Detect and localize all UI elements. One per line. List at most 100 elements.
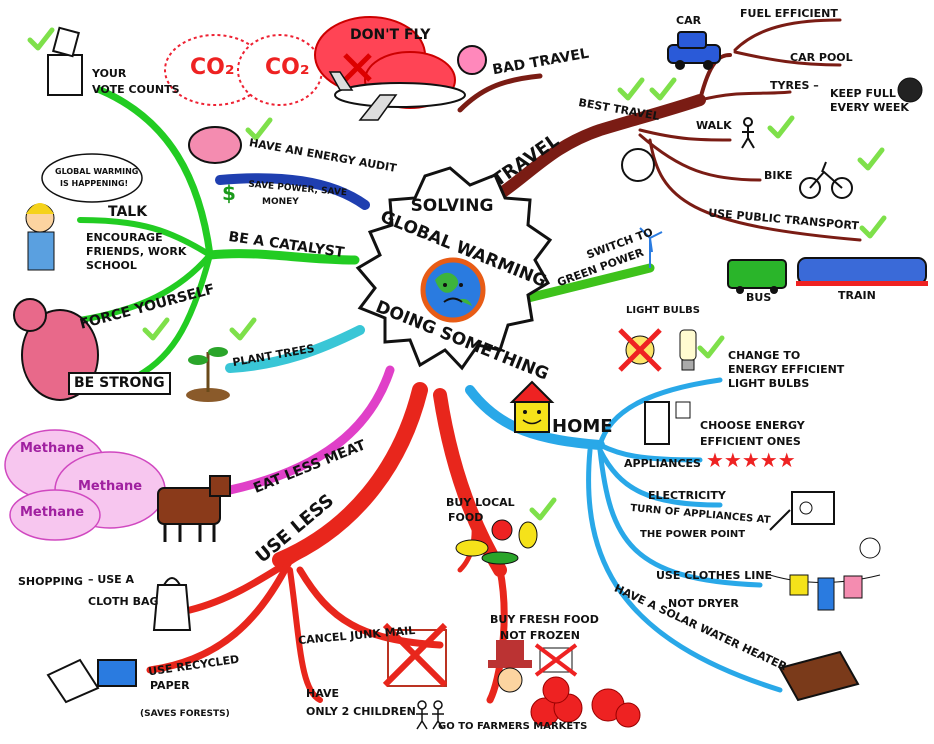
check-icon xyxy=(142,317,170,341)
choose-label-2: EFFICIENT ONES xyxy=(700,435,801,448)
branch-bike xyxy=(638,133,762,182)
bus-label: BUS xyxy=(746,291,772,304)
encourage-label-1: ENCOURAGE xyxy=(86,231,163,244)
speech-bubble xyxy=(41,153,143,203)
change-label-2: ENERGY EFFICIENT xyxy=(728,363,845,376)
save-label-2: MONEY xyxy=(262,197,299,207)
tomatoes-icon xyxy=(530,676,641,728)
check-icon xyxy=(529,497,557,521)
check-icon xyxy=(697,335,725,359)
junk-mail-icon xyxy=(382,622,448,688)
branch-audit xyxy=(215,173,370,210)
check-icon xyxy=(27,27,55,51)
tyre-icon xyxy=(897,77,923,103)
bus-icon xyxy=(727,259,787,294)
branch-fuel xyxy=(733,18,842,52)
branch-children xyxy=(287,567,323,703)
farmer-icon xyxy=(488,640,532,693)
every-week-label: EVERY WEEK xyxy=(830,101,909,114)
fresh-food-label-2: NOT FROZEN xyxy=(500,629,580,642)
children-icon xyxy=(416,700,444,730)
branch-tyres xyxy=(698,90,792,102)
electricity-label: ELECTRICITY xyxy=(648,489,726,502)
fridge-icon xyxy=(644,401,691,445)
branch-trees xyxy=(225,325,365,373)
energy-stars: ★★★★★ xyxy=(706,448,796,472)
branch-recycled xyxy=(146,556,294,674)
bike-label: BIKE xyxy=(764,169,793,182)
bicycle-icon xyxy=(799,161,853,199)
dollar-icon: $ xyxy=(222,181,236,205)
branch-force xyxy=(77,252,213,323)
sapling-icon xyxy=(186,347,230,402)
solar-heater-icon xyxy=(778,650,860,702)
co2-label-2: CO₂ xyxy=(265,55,310,80)
strong-label: BE STRONG xyxy=(68,372,171,395)
cross-icon xyxy=(343,53,372,82)
co2-label: CO₂ xyxy=(190,55,235,80)
home-title: HOME xyxy=(552,416,613,437)
encourage-label-2: FRIENDS, WORK xyxy=(86,245,187,258)
house-icon xyxy=(509,380,555,433)
check-icon xyxy=(649,77,677,101)
appliances-label: APPLIANCES xyxy=(624,457,701,470)
light-bulb-crossed-icon xyxy=(618,328,662,372)
cow-icon xyxy=(157,475,231,542)
cloth-bag-label-1: – USE A xyxy=(88,573,135,586)
branch-walk xyxy=(638,128,732,142)
piggy-bank-icon xyxy=(188,126,242,164)
buy-local-food-label: FOOD xyxy=(448,511,484,524)
change-label-1: CHANGE TO xyxy=(728,349,801,362)
branch-green-power xyxy=(515,263,655,305)
energy-bulb-icon xyxy=(679,329,697,371)
light-bulbs-label: LIGHT BULBS xyxy=(626,305,700,316)
plane-icon xyxy=(328,71,466,121)
ballot-box-icon xyxy=(47,26,83,96)
branch-bulbs xyxy=(597,377,723,448)
paper-stack-icon xyxy=(46,658,137,704)
choose-label-1: CHOOSE ENERGY xyxy=(700,419,805,432)
check-icon xyxy=(245,117,273,141)
check-icon xyxy=(617,77,645,101)
fruit-icon xyxy=(455,519,538,565)
shopping-label: SHOPPING xyxy=(18,575,83,588)
branch-junk xyxy=(296,566,444,649)
check-icon xyxy=(859,215,887,239)
train-icon xyxy=(796,257,928,286)
check-icon xyxy=(857,147,885,171)
branch-clothesline xyxy=(597,447,763,588)
co2-cloud-icon xyxy=(164,34,323,106)
walker-icon xyxy=(741,117,755,149)
power-point-icon xyxy=(769,491,835,531)
frozen-food-crossed-icon xyxy=(534,643,578,677)
cloth-bag-icon xyxy=(152,577,192,631)
car-label: CAR xyxy=(676,14,702,27)
talk-label: TALK xyxy=(108,204,148,220)
recycled-label-3: (SAVES FORESTS) xyxy=(140,709,230,719)
branch-talk xyxy=(77,217,213,258)
buy-local-label: BUY LOCAL xyxy=(446,496,515,509)
change-label-3: LIGHT BULBS xyxy=(728,377,810,390)
wind-turbine-icon xyxy=(639,227,663,268)
bubble-text-2: IS HAPPENING! xyxy=(60,179,129,188)
branch-travel xyxy=(464,94,706,216)
clothes-line-label-2: NOT DRYER xyxy=(668,597,739,610)
check-icon xyxy=(767,115,795,139)
woman-talking-icon xyxy=(25,203,55,271)
branch-electricity xyxy=(597,447,723,508)
farmers-markets-label: GO TO FARMERS MARKETS xyxy=(438,721,588,732)
bubble-text-1: GLOBAL WARMING xyxy=(55,167,139,176)
branch-cloth xyxy=(186,551,304,614)
smiley-icon xyxy=(621,148,655,182)
branch-bad-travel xyxy=(457,73,543,113)
walk-label: WALK xyxy=(696,119,732,132)
branch-solar xyxy=(586,447,783,693)
tyres-label: TYRES – xyxy=(770,79,819,92)
fresh-food-label-1: BUY FRESH FOOD xyxy=(490,613,599,626)
children-label-1: HAVE xyxy=(306,687,339,700)
clothes-line-icon xyxy=(769,537,881,611)
children-label-2: ONLY 2 CHILDREN xyxy=(306,705,416,718)
methane-cloud-icon xyxy=(4,429,166,541)
branch-appliances xyxy=(597,442,703,463)
